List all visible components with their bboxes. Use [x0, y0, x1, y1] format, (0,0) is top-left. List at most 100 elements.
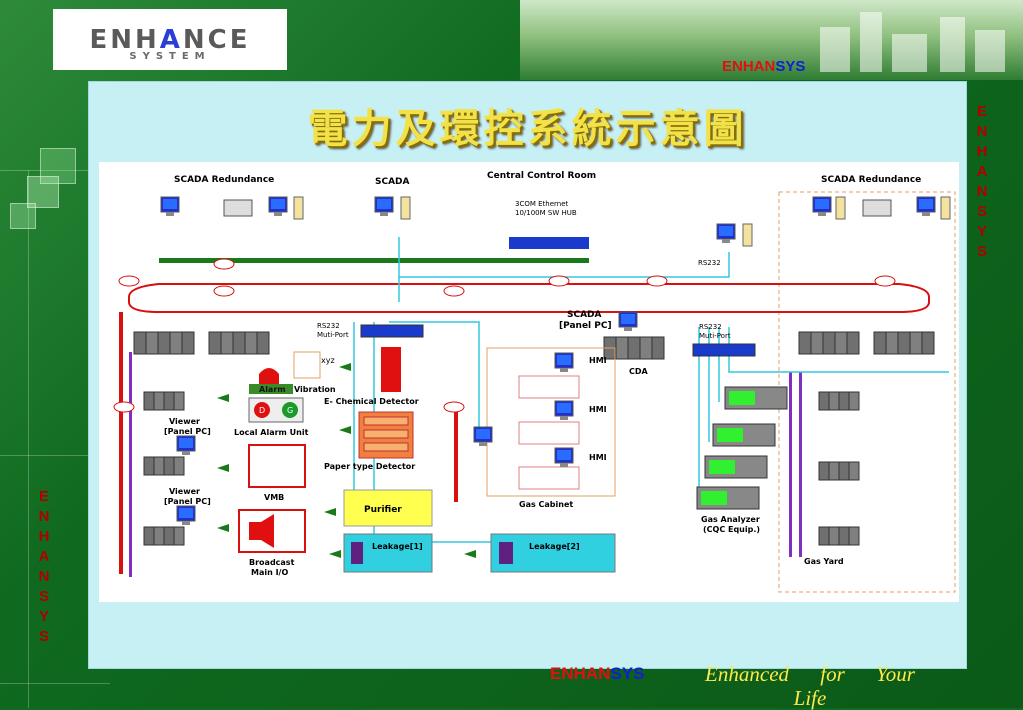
printer-icon: [223, 199, 253, 217]
footer-brand: ENHANSYS: [550, 664, 645, 683]
plc-rack-icon: [143, 526, 185, 546]
plc-rack-icon: [208, 331, 270, 355]
label-ccr: Central Control Room: [487, 171, 596, 181]
label-mp1: Muti-Port: [317, 331, 349, 339]
header-brand: ENHANSYS: [722, 58, 806, 75]
pc-icon: [716, 223, 736, 244]
gas-cabinet-region: [486, 347, 616, 497]
label-chem: E- Chemical Detector: [324, 397, 419, 406]
label-rs232-a: RS232: [698, 259, 721, 267]
vertical-brand-letter: S: [38, 588, 49, 605]
chem-detector-icon: [381, 347, 401, 392]
label-btn-g: G: [287, 406, 293, 415]
left-purple-bus: [129, 352, 132, 577]
plc-rack-icon: [818, 461, 860, 481]
label-mp2: Muti-Port: [699, 332, 731, 340]
arrow-icon: [217, 524, 229, 532]
label-cda: CDA: [629, 367, 649, 376]
decor-line: [0, 455, 88, 456]
label-leak2: Leakage[2]: [529, 542, 580, 551]
ups-icon: [742, 223, 753, 247]
decor-line: [0, 170, 88, 171]
label-leak1: Leakage[1]: [372, 542, 423, 551]
ups-icon: [400, 196, 411, 220]
hmi-pc-icon: [554, 400, 574, 421]
label-btn-d: D: [259, 406, 265, 415]
vertical-brand-letter: N: [976, 183, 988, 200]
mid-red-bus: [454, 412, 458, 502]
ups-icon: [293, 196, 304, 220]
arrow-icon: [339, 426, 351, 434]
purifier-icon: [343, 489, 433, 527]
hmi-pc-icon: [554, 352, 574, 373]
label-hmi1: HMI: [589, 356, 607, 365]
alarm-beacon-icon: [259, 368, 279, 384]
arrow-icon: [329, 550, 341, 558]
content-panel: 電力及環控系統示意圖: [88, 81, 967, 669]
viewer-pc-icon: [176, 505, 196, 526]
logo-subtitle: SYSTEM: [129, 51, 211, 62]
label-rs232-mp1: RS232: [317, 322, 340, 330]
plc-rack-icon: [873, 331, 935, 355]
vertical-brand-letter: S: [976, 243, 987, 260]
label-purifier: Purifier: [364, 505, 402, 515]
plc-rack-icon: [798, 331, 860, 355]
panel-pc-icon: [618, 311, 638, 332]
vertical-brand-letter: Y: [976, 223, 987, 240]
gas-yard-region: [778, 191, 956, 593]
arrow-icon: [324, 508, 336, 516]
red-ring-bus: [128, 283, 930, 313]
vibration-sensor-icon: [293, 351, 321, 379]
vertical-brand-letter: S: [38, 628, 49, 645]
diagram-svg: SCADA Redundance SCADA Central Control R…: [113, 171, 956, 593]
multiport-hub: [360, 324, 424, 338]
vertical-brand-letter: N: [976, 123, 988, 140]
vertical-brand-letter: Y: [38, 608, 49, 625]
plc-rack-icon: [143, 391, 185, 411]
decor-line: [28, 170, 29, 708]
plc-rack-icon: [818, 526, 860, 546]
alarm-plate: [249, 384, 293, 394]
label-ga2: (CQC Equip.): [703, 525, 760, 534]
ethernet-bus: [159, 258, 589, 263]
system-diagram: SCADA Redundance SCADA Central Control R…: [99, 162, 959, 602]
label-xyz: xyz: [321, 356, 335, 365]
label-hub2: 10/100M SW HUB: [515, 209, 577, 217]
logo: ENHANCE SYSTEM: [53, 9, 287, 70]
decor-square: [27, 176, 59, 208]
label-hmi3: HMI: [589, 453, 607, 462]
ups-icon: [940, 196, 951, 220]
label-rs232-mp2: RS232: [699, 323, 722, 331]
label-viewer2a: Viewer: [169, 487, 200, 496]
label-gas-yard: Gas Yard: [804, 557, 844, 566]
label-paper: Paper type Detector: [324, 462, 415, 471]
label-hub1: 3COM Ethernet: [515, 200, 569, 208]
label-broadcast2: Main I/O: [251, 568, 288, 577]
decor-square: [10, 203, 36, 229]
plc-rack-icon: [133, 331, 195, 355]
label-gas-cabinet: Gas Cabinet: [519, 500, 573, 509]
right-purple-bus-2: [799, 372, 802, 557]
vertical-brand-letter: H: [976, 143, 988, 160]
label-ga1: Gas Analyzer: [701, 515, 760, 524]
plc-rack-icon: [818, 391, 860, 411]
vmb-icon: [248, 444, 306, 488]
label-vmb: VMB: [264, 493, 284, 502]
label-broadcast1: Broadcast: [249, 558, 295, 567]
label-scada-panel1: SCADA: [567, 310, 602, 320]
label-scada-panel2: [Panel PC]: [559, 321, 612, 331]
multiport-hub: [692, 343, 756, 357]
label-viewer1a: Viewer: [169, 417, 200, 426]
arrow-icon: [464, 550, 476, 558]
vertical-brand-letter: E: [976, 103, 987, 120]
right-purple-bus: [789, 372, 792, 557]
arrow-icon: [217, 464, 229, 472]
left-red-bus: [119, 312, 123, 574]
vertical-brand-letter: H: [38, 528, 50, 545]
viewer-pc-icon: [176, 435, 196, 456]
tagline: Enhanced for Your Life: [705, 662, 915, 710]
plc-rack-icon: [143, 456, 185, 476]
ups-icon: [835, 196, 846, 220]
printer-icon: [862, 199, 892, 217]
